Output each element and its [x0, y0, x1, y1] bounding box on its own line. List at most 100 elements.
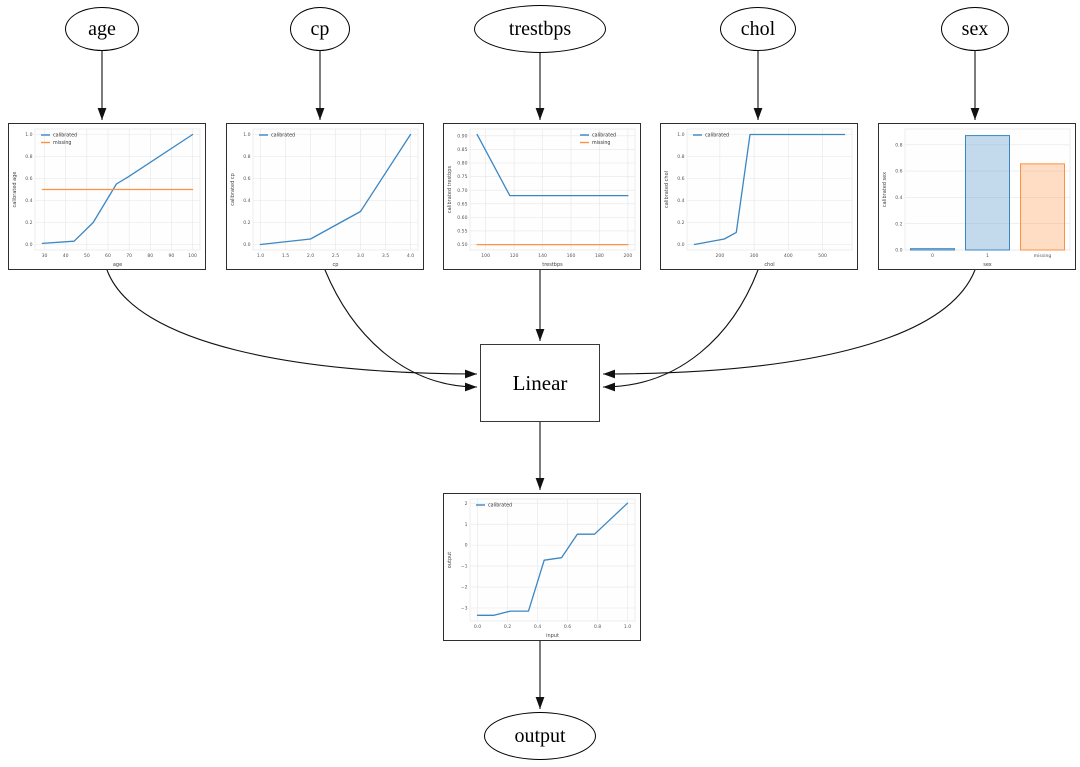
svg-text:calibrated: calibrated — [271, 133, 295, 139]
svg-text:100: 100 — [481, 253, 490, 259]
svg-text:0.8: 0.8 — [594, 624, 601, 630]
svg-text:0.0: 0.0 — [677, 242, 684, 248]
edge-chol-plot-to-linear — [602, 269, 759, 392]
svg-text:0.4: 0.4 — [534, 624, 541, 630]
svg-text:0.4: 0.4 — [677, 198, 684, 204]
svg-text:0.60: 0.60 — [457, 215, 467, 221]
svg-text:0.8: 0.8 — [895, 142, 902, 148]
svg-text:1.5: 1.5 — [282, 253, 289, 259]
svg-text:−3: −3 — [461, 606, 468, 612]
svg-text:80: 80 — [147, 253, 153, 259]
svg-text:0.75: 0.75 — [457, 174, 467, 180]
svg-text:age: age — [113, 262, 122, 268]
linear-node: Linear — [480, 344, 600, 422]
svg-text:calibrated age: calibrated age — [12, 172, 18, 208]
svg-text:0.2: 0.2 — [677, 220, 684, 226]
linear-node-label: Linear — [512, 370, 568, 395]
svg-text:1.0: 1.0 — [257, 253, 264, 259]
svg-text:0.65: 0.65 — [457, 201, 467, 207]
svg-text:calibrated cp: calibrated cp — [230, 173, 236, 206]
node-chol-label: chol — [740, 17, 776, 40]
svg-text:60: 60 — [105, 253, 111, 259]
svg-text:0.0: 0.0 — [25, 242, 32, 248]
svg-text:200: 200 — [623, 253, 632, 259]
node-output-label: output — [514, 724, 566, 747]
svg-text:trestbps: trestbps — [542, 262, 563, 268]
svg-text:2: 2 — [465, 501, 468, 507]
node-chol: chol — [720, 7, 796, 51]
svg-text:200: 200 — [715, 253, 724, 259]
svg-text:0.80: 0.80 — [457, 161, 467, 167]
svg-text:0.6: 0.6 — [677, 176, 684, 182]
svg-text:0.8: 0.8 — [243, 154, 250, 160]
node-trestbps-label: trestbps — [508, 17, 572, 40]
svg-text:0.4: 0.4 — [895, 195, 902, 201]
svg-text:chol: chol — [764, 262, 774, 268]
node-cp: cp — [290, 7, 350, 51]
node-age: age — [65, 7, 139, 51]
svg-text:output: output — [447, 552, 453, 569]
svg-text:0.6: 0.6 — [243, 176, 250, 182]
svg-text:40: 40 — [63, 253, 69, 259]
svg-text:0.6: 0.6 — [895, 169, 902, 175]
svg-text:0.50: 0.50 — [457, 242, 467, 248]
svg-text:0.70: 0.70 — [457, 188, 467, 194]
svg-text:0.4: 0.4 — [25, 198, 32, 204]
svg-text:1: 1 — [465, 522, 468, 528]
svg-text:0.55: 0.55 — [457, 229, 467, 235]
svg-text:0.0: 0.0 — [243, 242, 250, 248]
svg-text:calibrated sex: calibrated sex — [882, 172, 888, 207]
svg-text:calibrated chol: calibrated chol — [664, 171, 670, 208]
svg-text:0.2: 0.2 — [895, 221, 902, 227]
node-age-label: age — [88, 17, 116, 40]
svg-text:1.0: 1.0 — [25, 132, 32, 138]
svg-text:0.2: 0.2 — [25, 220, 32, 226]
svg-text:400: 400 — [784, 253, 793, 259]
svg-text:0.90: 0.90 — [457, 133, 467, 139]
svg-text:−1: −1 — [461, 564, 468, 570]
svg-text:calibrated: calibrated — [592, 133, 616, 139]
svg-text:0.6: 0.6 — [564, 624, 571, 630]
svg-text:0.4: 0.4 — [243, 198, 250, 204]
svg-text:−2: −2 — [461, 585, 468, 591]
svg-text:0.0: 0.0 — [474, 624, 481, 630]
svg-text:cp: cp — [333, 262, 339, 268]
node-trestbps: trestbps — [474, 5, 606, 53]
svg-text:50: 50 — [84, 253, 90, 259]
svg-text:missing: missing — [1034, 253, 1052, 259]
node-cp-label: cp — [310, 17, 330, 40]
svg-text:0: 0 — [931, 253, 934, 259]
svg-text:1.0: 1.0 — [243, 132, 250, 138]
svg-text:missing: missing — [592, 140, 610, 146]
svg-text:90: 90 — [169, 253, 175, 259]
svg-text:500: 500 — [818, 253, 827, 259]
svg-text:120: 120 — [510, 253, 519, 259]
svg-text:30: 30 — [42, 253, 48, 259]
svg-text:0.6: 0.6 — [25, 176, 32, 182]
svg-text:1.0: 1.0 — [677, 132, 684, 138]
svg-text:0.85: 0.85 — [457, 147, 467, 153]
svg-text:2.0: 2.0 — [307, 253, 314, 259]
svg-text:calibrated: calibrated — [705, 133, 729, 139]
svg-text:180: 180 — [595, 253, 604, 259]
svg-text:3.0: 3.0 — [357, 253, 364, 259]
svg-text:calibrated: calibrated — [488, 503, 512, 509]
svg-text:0.2: 0.2 — [504, 624, 511, 630]
edge-sex-plot-to-linear — [602, 269, 976, 379]
svg-text:2.5: 2.5 — [332, 253, 339, 259]
node-output: output — [484, 712, 596, 760]
svg-text:4.0: 4.0 — [407, 253, 414, 259]
svg-text:missing: missing — [53, 140, 71, 146]
svg-text:0.0: 0.0 — [895, 248, 902, 254]
node-sex: sex — [941, 7, 1009, 51]
